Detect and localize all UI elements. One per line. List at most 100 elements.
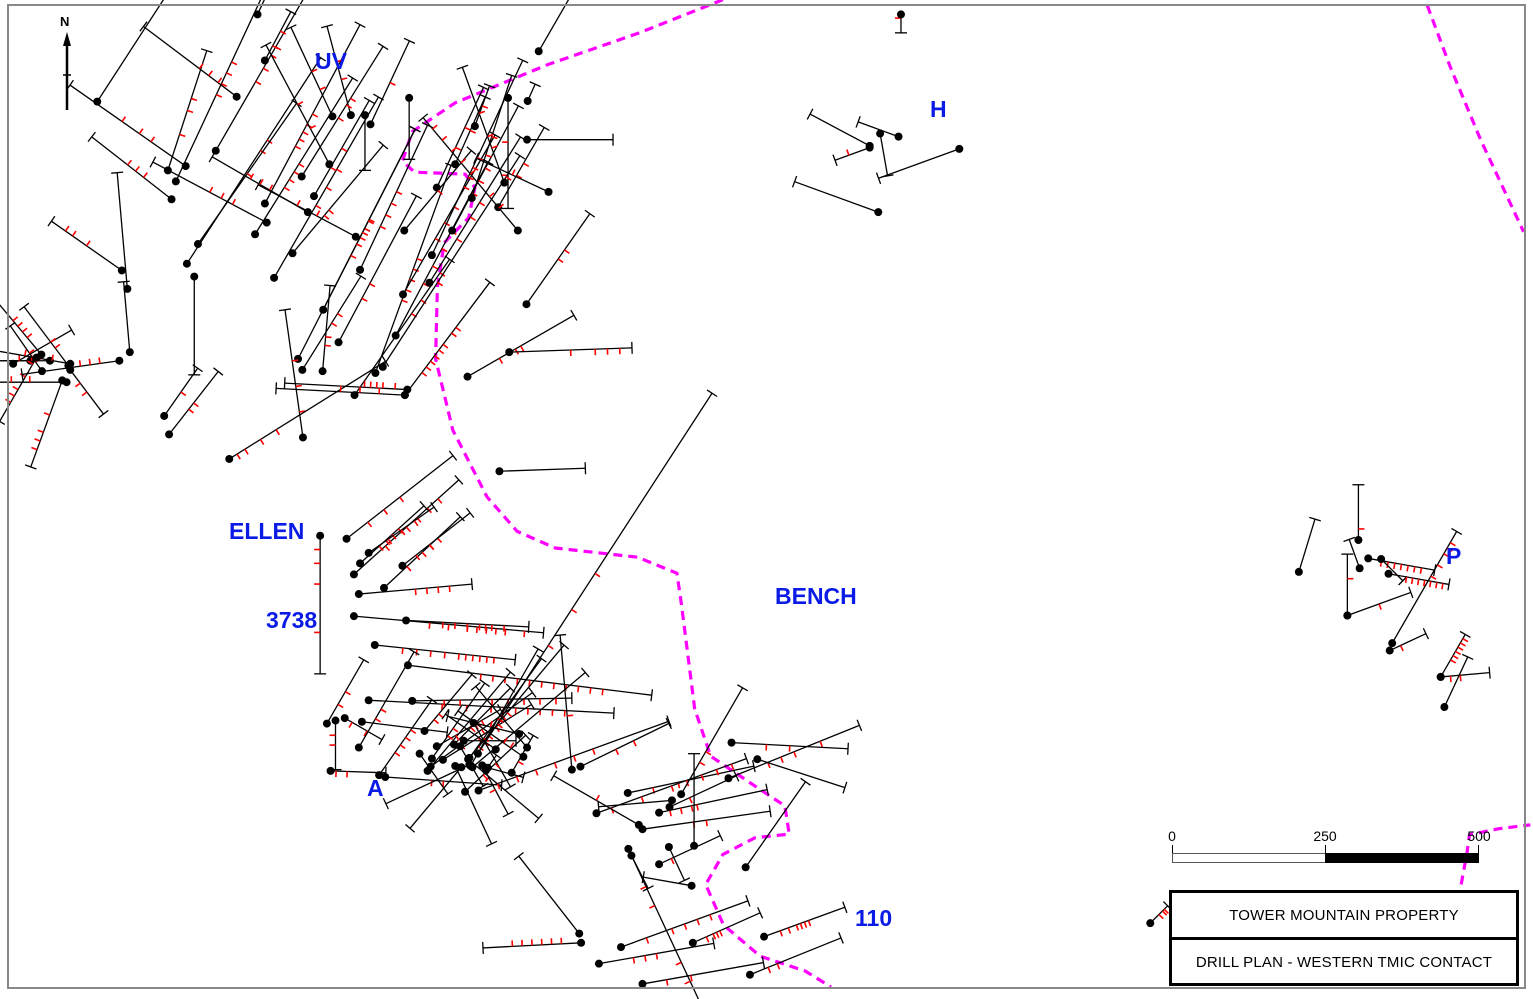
drill-hole[interactable] [0,342,75,368]
drill-hole[interactable] [182,53,327,268]
drill-hole[interactable] [688,907,764,947]
drill-collar[interactable] [298,365,307,374]
drill-collar[interactable] [727,738,736,747]
drill-hole[interactable] [677,684,749,799]
drill-hole[interactable] [93,0,189,106]
drill-hole[interactable] [0,353,41,426]
drill-collar[interactable] [328,112,337,121]
drill-hole[interactable] [165,367,224,439]
drill-hole[interactable] [1436,666,1491,683]
drill-collar[interactable] [342,534,351,543]
drill-hole[interactable] [522,209,596,309]
drill-collar[interactable] [403,661,412,670]
drill-hole[interactable] [463,309,578,381]
drill-hole[interactable] [495,462,587,476]
drill-hole[interactable] [876,129,894,178]
drill-collar[interactable] [297,172,306,181]
drill-collar[interactable] [123,284,132,293]
drill-hole[interactable] [382,760,474,810]
drill-collar[interactable] [459,736,468,745]
drill-collar[interactable] [465,753,474,762]
drill-hole[interactable] [724,719,863,783]
drill-collar[interactable] [534,47,543,56]
drill-collar[interactable] [523,96,532,105]
drill-hole[interactable] [1343,536,1364,573]
drill-collar[interactable] [522,300,531,309]
drill-collar[interactable] [627,851,636,860]
drill-collar[interactable] [366,120,375,129]
drill-hole[interactable] [405,763,466,833]
drill-collar[interactable] [165,430,174,439]
drill-collar[interactable] [451,761,460,770]
drill-hole[interactable] [391,158,494,340]
drill-collar[interactable] [115,356,124,365]
drill-collar[interactable] [379,583,388,592]
drill-collar[interactable] [360,111,369,120]
drill-collar[interactable] [211,146,220,155]
drill-collar[interactable] [617,943,625,952]
drill-collar[interactable] [326,766,335,775]
drill-collar[interactable] [577,938,586,947]
drill-hole[interactable] [87,131,176,204]
drill-collar[interactable] [1355,564,1364,573]
drill-collar[interactable] [260,199,269,208]
drill-collar[interactable] [364,696,373,705]
drill-collar[interactable] [193,240,202,249]
drill-collar[interactable] [470,122,479,131]
drill-hole[interactable] [340,714,386,746]
drill-collar[interactable] [262,218,271,227]
drill-collar[interactable] [655,860,664,869]
drill-hole[interactable] [627,851,654,892]
drill-collar[interactable] [427,754,436,763]
drill-collar[interactable] [182,259,191,268]
drill-hole[interactable] [617,895,751,952]
drill-collar[interactable] [331,716,340,725]
drill-collar[interactable] [93,97,102,106]
drill-collar[interactable] [370,641,379,650]
drill-hole[interactable] [1146,901,1173,928]
drill-hole[interactable] [513,851,584,938]
drill-hole[interactable] [66,365,109,419]
drill-hole[interactable] [875,144,964,185]
drill-collar[interactable] [664,843,673,852]
drill-hole[interactable] [47,215,126,275]
drill-collar[interactable] [398,561,407,570]
drill-collar[interactable] [677,790,686,799]
drill-collar[interactable] [408,696,417,705]
drill-collar[interactable] [955,144,964,153]
drill-hole[interactable] [451,93,491,169]
drill-hole[interactable] [403,661,654,702]
drill-hole[interactable] [461,730,531,796]
drill-collar[interactable] [356,559,365,568]
drill-collar[interactable] [624,844,633,853]
drill-hole[interactable] [379,511,465,592]
drill-collar[interactable] [298,433,307,442]
drill-hole[interactable] [427,679,491,763]
drill-collar[interactable] [491,745,500,754]
drill-hole[interactable] [314,531,327,675]
drill-collar[interactable] [688,938,697,947]
drill-hole[interactable] [193,99,302,249]
drill-hole[interactable] [791,175,883,217]
drill-hole[interactable] [1364,554,1437,577]
drill-hole[interactable] [139,21,241,101]
drill-hole[interactable] [1294,516,1321,576]
drill-collar[interactable] [876,129,885,138]
drill-hole[interactable] [354,648,420,752]
drill-collar[interactable] [896,10,905,19]
drill-collar[interactable] [753,755,762,764]
drill-hole[interactable] [597,796,676,813]
drill-hole[interactable] [1384,569,1451,591]
drill-hole[interactable] [753,755,848,794]
drill-hole[interactable] [285,24,337,121]
drill-hole[interactable] [9,324,76,368]
drill-collar[interactable] [375,771,384,780]
drill-hole[interactable] [1352,484,1365,545]
drill-hole[interactable] [459,734,517,747]
drill-collar[interactable] [505,348,514,357]
drill-hole[interactable] [534,0,587,56]
drill-collar[interactable] [253,10,262,19]
drill-hole[interactable] [400,146,477,235]
drill-hole[interactable] [665,770,740,812]
drill-hole[interactable] [366,37,416,129]
